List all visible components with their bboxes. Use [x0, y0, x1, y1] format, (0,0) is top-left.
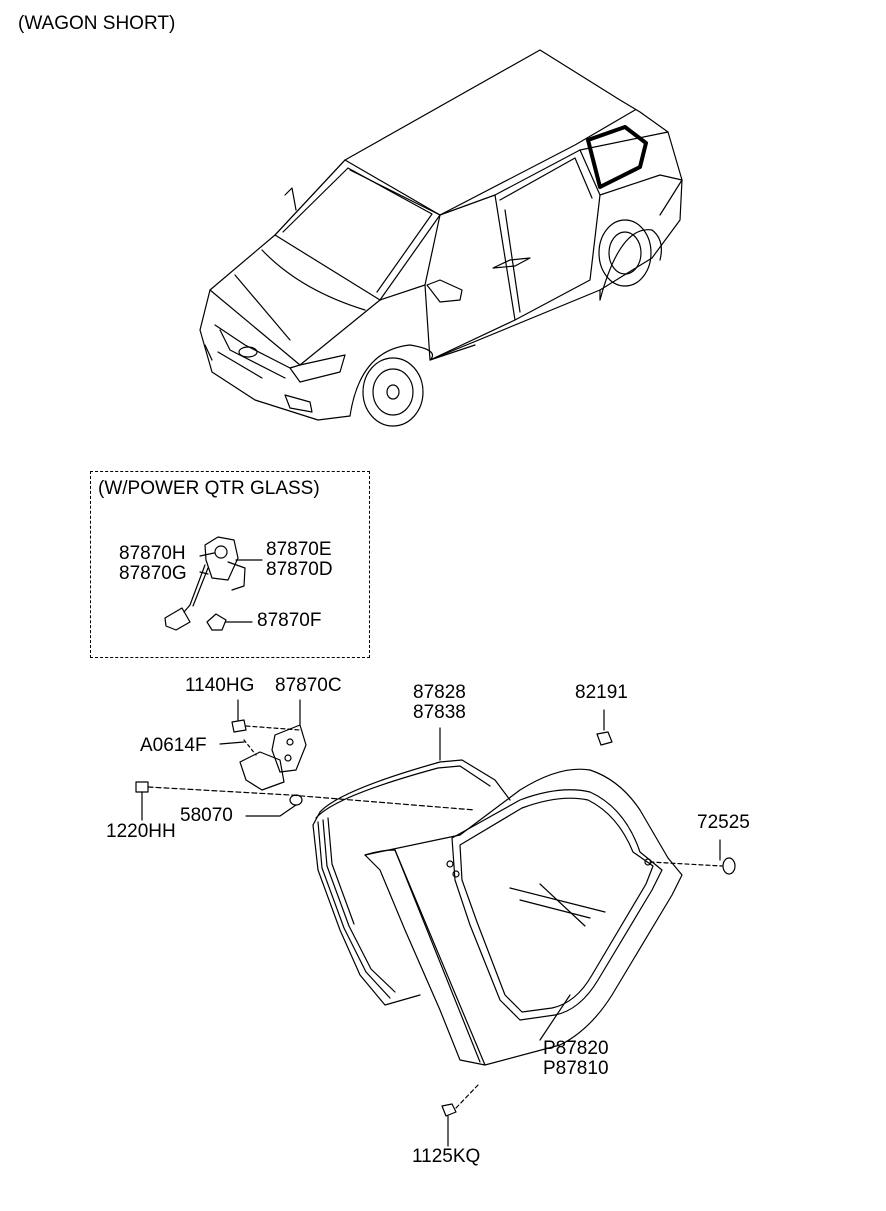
- part-label-1125kq: 1125KQ: [412, 1146, 481, 1167]
- inset-title: (W/POWER QTR GLASS): [98, 478, 320, 499]
- part-label-1140hg: 1140HG: [185, 675, 255, 696]
- part-label-a0614f: A0614F: [140, 735, 207, 756]
- part-label-72525: 72525: [697, 812, 750, 833]
- part-label-p87810: P87810: [543, 1058, 609, 1079]
- label-p87820-p87810: P87820 P87810: [543, 1039, 609, 1079]
- part-label-p87820: P87820: [543, 1038, 609, 1059]
- actuator-illustration: [164, 536, 263, 631]
- part-label-87870e: 87870E: [266, 539, 332, 560]
- label-87870h-87870g: 87870H 87870G: [119, 544, 187, 584]
- label-87828-87838: 87828 87838: [413, 683, 466, 723]
- part-label-87870f: 87870F: [257, 610, 322, 631]
- part-label-87828: 87828: [413, 682, 466, 703]
- part-label-87870h: 87870H: [119, 543, 186, 564]
- vehicle-illustration: [199, 49, 683, 427]
- label-87870e-87870d: 87870E 87870D: [266, 540, 333, 580]
- part-label-58070: 58070: [180, 805, 233, 826]
- part-label-82191: 82191: [575, 682, 628, 703]
- power-qtr-glass-inset: [90, 471, 370, 658]
- part-label-87870d: 87870D: [266, 559, 333, 580]
- variant-title: (WAGON SHORT): [18, 13, 176, 34]
- quarter-glass-illustration: [312, 709, 736, 1147]
- part-label-1220hh: 1220HH: [106, 821, 176, 842]
- hinge-assembly-illustration: [135, 699, 476, 821]
- part-label-87838: 87838: [413, 702, 466, 723]
- part-label-87870g: 87870G: [119, 563, 187, 584]
- part-label-87870c: 87870C: [275, 675, 342, 696]
